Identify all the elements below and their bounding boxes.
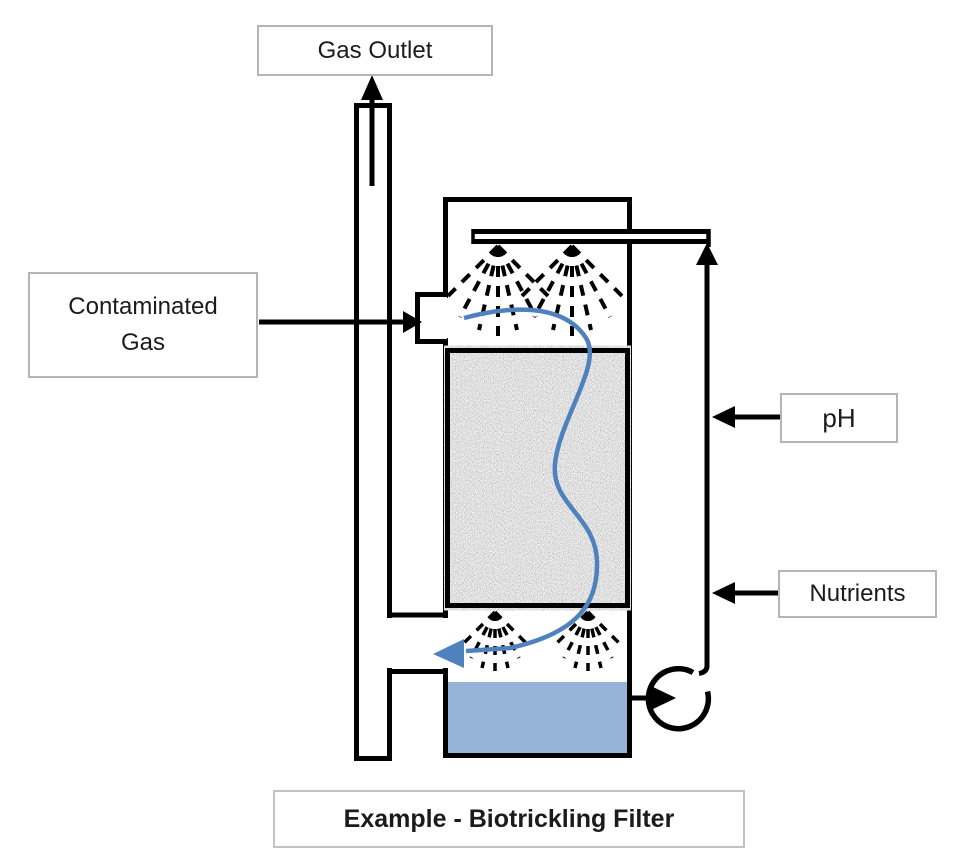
outlet-wall-opening — [440, 618, 451, 668]
ph-label: pH — [822, 402, 856, 433]
spray-nozzle-top-left — [446, 244, 550, 336]
gas-outlet-label-box: Gas Outlet — [257, 25, 493, 76]
nutrients-arrow — [712, 582, 778, 604]
vessel-exit-duct — [390, 612, 446, 674]
spray-nozzle-bottom-right — [554, 610, 622, 671]
gas-inlet-port — [415, 292, 447, 344]
gas-inlet-arrow — [259, 311, 422, 333]
diagram-title: Example - Biotrickling Filter — [343, 804, 675, 833]
contaminated-gas-label-box: Contaminated Gas — [28, 272, 258, 378]
ph-arrow — [712, 406, 780, 428]
exhaust-pipe — [354, 103, 392, 761]
liquid-sump — [448, 682, 627, 753]
spray-nozzle-top-right — [520, 244, 624, 336]
nutrients-label: Nutrients — [809, 580, 906, 607]
recirculation-pipe — [696, 243, 718, 676]
contaminated-gas-label: Contaminated Gas — [68, 293, 218, 356]
packed-bed-media — [445, 348, 630, 608]
gas-outlet-arrow — [361, 75, 383, 186]
gas-outlet-label: Gas Outlet — [317, 36, 433, 64]
diagram-title-box: Example - Biotrickling Filter — [273, 790, 745, 848]
ph-label-box: pH — [780, 393, 898, 443]
recirculation-up-arrow — [696, 243, 718, 265]
spray-nozzle-bottom-left — [461, 610, 529, 671]
nutrients-label-box: Nutrients — [778, 570, 937, 618]
pump-inlet-arrow — [630, 686, 676, 710]
gas-flow-path — [433, 307, 600, 668]
pipe-wall-opening — [384, 618, 394, 668]
gas-flow-arrowhead — [433, 639, 464, 668]
pump-icon — [645, 665, 712, 732]
liquid-distributor-pipe — [471, 229, 711, 247]
